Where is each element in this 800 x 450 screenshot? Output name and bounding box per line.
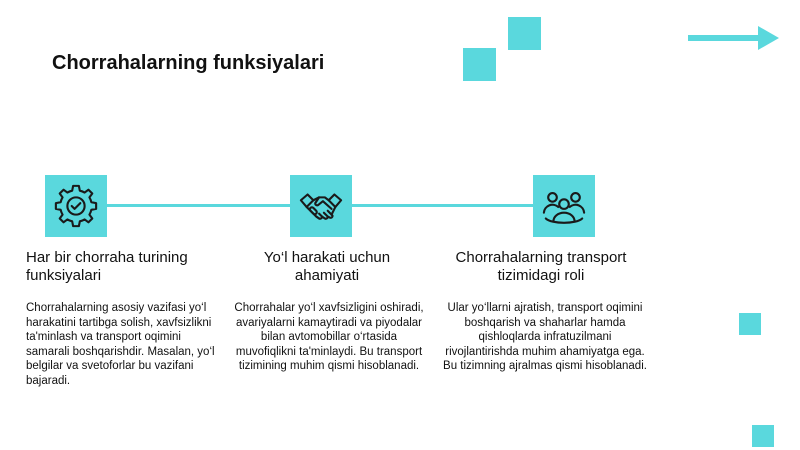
icon-box <box>533 175 595 237</box>
people-group-icon <box>542 192 586 224</box>
column-heading: Har bir chorraha turining funksiyalari <box>26 249 188 284</box>
column-description: Chorrahalar yo‘l xavfsizligini oshiradi,… <box>234 302 424 373</box>
icon-box <box>290 175 352 237</box>
column-heading: Yo‘l harakati uchun ahamiyati <box>263 249 391 284</box>
decorative-square <box>463 48 496 81</box>
decorative-square <box>739 313 761 335</box>
column-description: Ular yo‘llarni ajratish, transport oqimi… <box>443 302 647 373</box>
handshake-icon <box>299 193 343 220</box>
icon-box <box>45 175 107 237</box>
gear-check-icon <box>54 184 98 228</box>
arrow-right-icon <box>688 26 779 50</box>
column-heading: Chorrahalarning transport tizimidagi rol… <box>455 249 627 284</box>
decorative-square <box>752 425 774 447</box>
column-description: Chorrahalarning asosiy vazifasi yo‘l har… <box>26 302 215 387</box>
decorative-square <box>508 17 541 50</box>
slide-title: Chorrahalarning funksiyalari <box>52 52 325 74</box>
